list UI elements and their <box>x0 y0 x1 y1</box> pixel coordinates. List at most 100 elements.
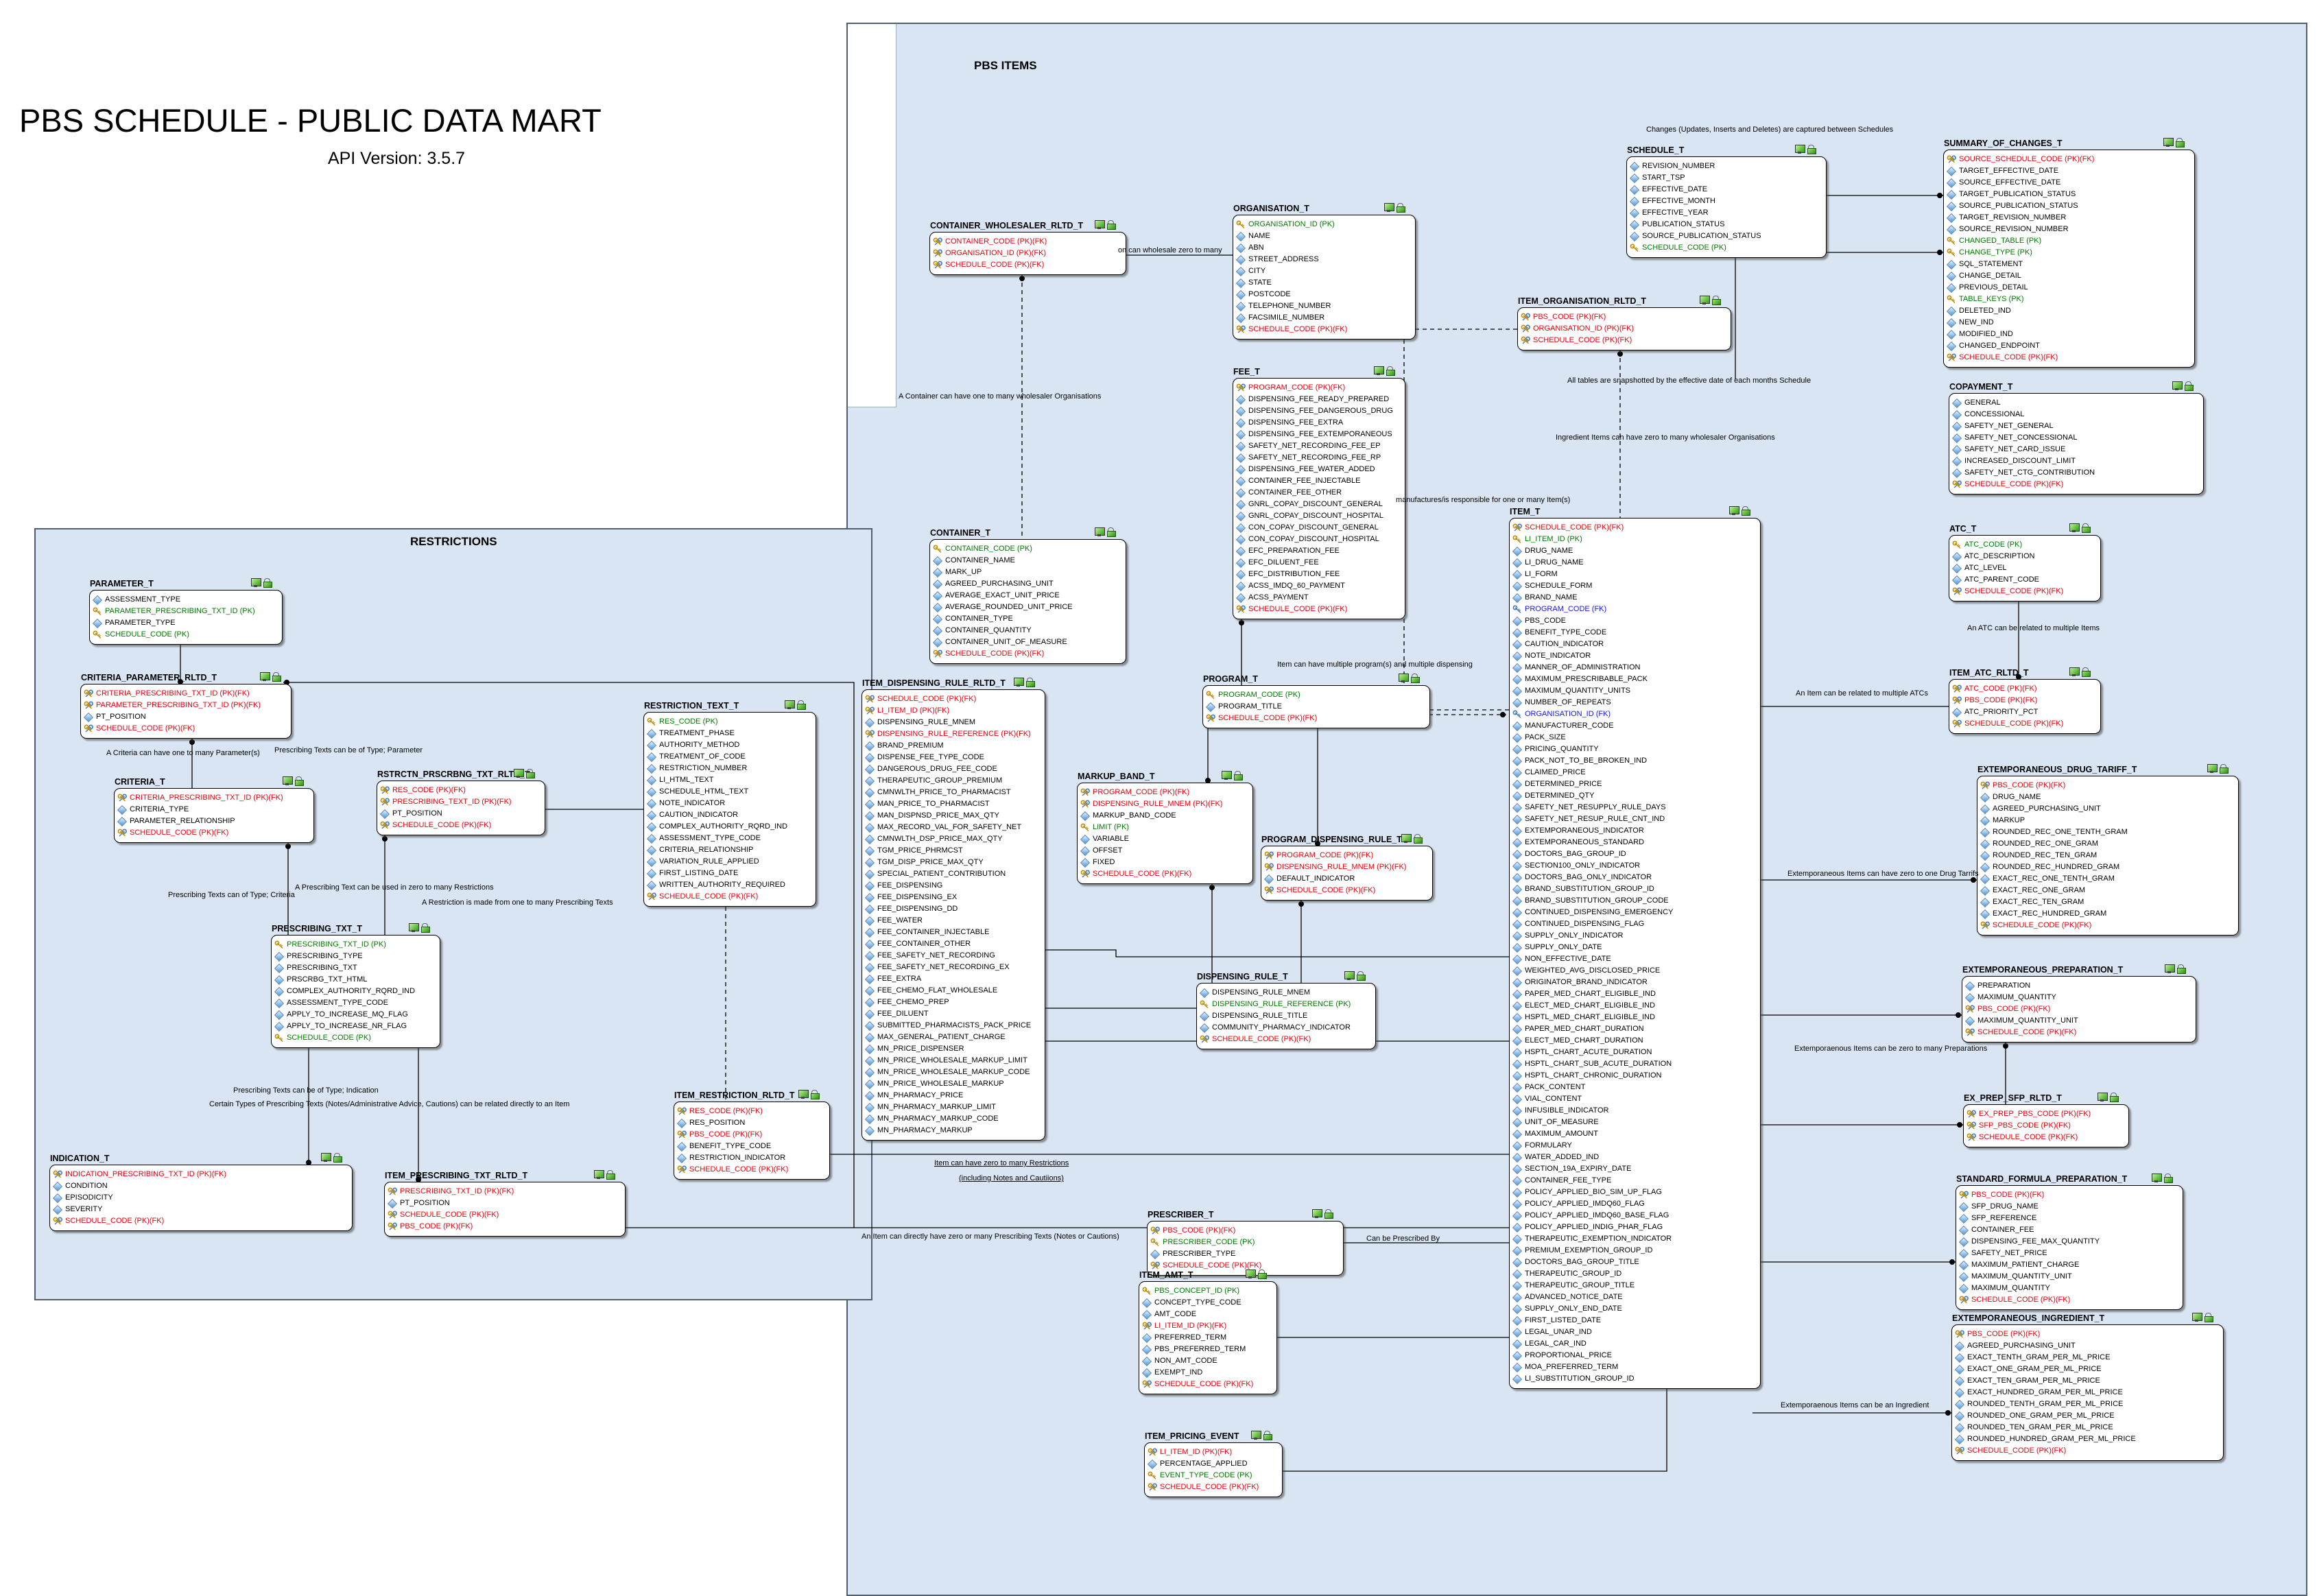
column-row: CON_COPAY_DISCOUNT_GENERAL <box>1235 522 1401 534</box>
column-name: PBS_PREFERRED_TERM <box>1154 1345 1246 1353</box>
column-row: ACSS_PAYMENT <box>1235 592 1401 604</box>
column-row: TARGET_PUBLICATION_STATUS <box>1946 189 2190 200</box>
column-row: DISPENSING_RULE_MNEM <box>864 717 1041 728</box>
column-row: SAFETY_NET_PRICE <box>1958 1248 2178 1259</box>
column-row: SAFETY_NET_CTG_CONTRIBUTION <box>1951 467 2199 479</box>
attribute-diamond-icon <box>1512 779 1523 790</box>
column-row: SCHEDULE_HTML_TEXT <box>646 786 811 798</box>
column-name: EXACT_TEN_GRAM_PER_ML_PRICE <box>1967 1377 2100 1385</box>
column-name: SCHEDULE_CODE (PK)(FK) <box>1212 1035 1311 1043</box>
column-row: SECTION100_ONLY_INDICATOR <box>1512 860 1756 872</box>
column-name: PBS_CODE (PK)(FK) <box>1967 1330 2041 1338</box>
column-row: MARKUP <box>1980 815 2234 826</box>
column-row: PARAMETER_TYPE <box>92 617 278 629</box>
attribute-diamond-icon <box>1235 231 1246 242</box>
attribute-diamond-icon <box>1954 1434 1965 1445</box>
attribute-diamond-icon <box>864 1056 875 1067</box>
column-name: SUBMITTED_PHARMACISTS_PACK_PRICE <box>877 1021 1032 1029</box>
column-row: BRAND_NAME <box>1512 592 1756 604</box>
column-name: SCHEDULE_CODE (PK)(FK) <box>945 650 1045 658</box>
column-name: FORMULARY <box>1525 1141 1572 1150</box>
entity-lock-icon <box>1107 220 1116 230</box>
column-name: MAXIMUM_QUANTITY <box>1971 1284 2050 1292</box>
column-row: PROGRAM_CODE (FK) <box>1512 604 1756 615</box>
attribute-diamond-icon <box>1512 826 1523 837</box>
relationship-annotation: An Item can be related to multiple ATCs <box>1796 689 1928 698</box>
column-name: SCHEDULE_CODE (PK)(FK) <box>96 724 195 733</box>
column-name: MAX_RECORD_VAL_FOR_SAFETY_NET <box>877 823 1022 831</box>
column-row: EXACT_HUNDRED_GRAM_PER_ML_PRICE <box>1954 1387 2219 1398</box>
column-row: EFFECTIVE_YEAR <box>1629 207 1822 219</box>
column-name: CONTAINER_UNIT_OF_MEASURE <box>945 638 1067 646</box>
primary-key-icon <box>274 940 285 949</box>
primary-foreign-key-icon <box>53 1217 63 1226</box>
attribute-diamond-icon <box>1946 178 1957 189</box>
column-row: SCHEDULE_CODE (PK)(FK) <box>1264 885 1428 896</box>
column-name: CMNWLTH_PRICE_TO_PHARMACIST <box>877 788 1011 796</box>
column-row: MODIFIED_IND <box>1946 329 2190 340</box>
attribute-diamond-icon <box>864 811 875 822</box>
table-title: EXTEMPORANEOUS_INGREDIENT_T <box>1952 1313 2105 1323</box>
entity-lock-icon <box>421 923 430 933</box>
primary-foreign-key-icon <box>1955 1446 1965 1455</box>
column-row: PROGRAM_CODE (PK) <box>1206 689 1425 701</box>
cardinality-dot <box>285 844 291 849</box>
entity-monitor-icon <box>1384 203 1395 212</box>
entity-monitor-icon <box>2207 764 2218 773</box>
column-name: STREET_ADDRESS <box>1248 255 1319 263</box>
attribute-diamond-icon <box>1512 593 1523 604</box>
entity-monitor-icon <box>1374 366 1385 375</box>
entity-monitor-icon <box>2098 1093 2108 1101</box>
column-row: DISPENSING_FEE_DANGEROUS_DRUG <box>1235 405 1401 417</box>
column-name: DISPENSING_FEE_DANGEROUS_DRUG <box>1248 407 1393 415</box>
cardinality-dot <box>382 836 388 842</box>
column-row: CONTINUED_DISPENSING_FLAG <box>1512 918 1756 930</box>
column-name: EXACT_REC_TEN_GRAM <box>1993 898 2084 906</box>
column-row: ROUNDED_ONE_GRAM_PER_ML_PRICE <box>1954 1410 2219 1422</box>
column-name: FEE_DILUENT <box>877 1010 929 1018</box>
column-name: PRSCRBG_TXT_HTML <box>287 975 368 984</box>
column-name: RES_CODE (PK) <box>659 717 718 726</box>
column-name: SCHEDULE_CODE (PK)(FK) <box>1979 1133 2078 1141</box>
column-row: PRESCRIBER_TYPE <box>1150 1248 1339 1260</box>
column-row: PRSCRBG_TXT_HTML <box>274 974 436 986</box>
column-row: SCHEDULE_CODE (PK)(FK) <box>1512 522 1756 534</box>
column-row: BRAND_SUBSTITUTION_GROUP_ID <box>1512 883 1756 895</box>
attribute-diamond-icon <box>1954 1422 1965 1433</box>
column-row: EX_PREP_PBS_CODE (PK)(FK) <box>1967 1108 2124 1120</box>
column-row: MN_PHARMACY_MARKUP_LIMIT <box>864 1101 1041 1113</box>
attribute-diamond-icon <box>1512 931 1523 942</box>
column-name: ACSS_IMDQ_60_PAYMENT <box>1248 582 1345 590</box>
column-name: ACSS_PAYMENT <box>1248 593 1309 602</box>
column-row: PBS_CODE (PK)(FK) <box>1955 1329 2219 1340</box>
attribute-diamond-icon <box>1235 429 1246 440</box>
attribute-diamond-icon <box>1512 1071 1523 1082</box>
column-row: FORMULARY <box>1512 1140 1756 1152</box>
column-row: CONCESSIONAL <box>1951 409 2199 420</box>
column-row: SCHEDULE_CODE (PK)(FK) <box>647 891 811 903</box>
attribute-diamond-icon <box>1964 981 1975 992</box>
table-title: PRESCRIBER_T <box>1148 1210 1214 1219</box>
column-row: FEE_EXTRA <box>864 973 1041 985</box>
column-row: SOURCE_SCHEDULE_CODE (PK)(FK) <box>1947 154 2190 165</box>
column-name: LI_HTML_TEXT <box>659 776 714 784</box>
table-body: SOURCE_SCHEDULE_CODE (PK)(FK)TARGET_EFFE… <box>1943 150 2195 368</box>
attribute-diamond-icon <box>1980 827 1991 838</box>
column-name: ROUNDED_TEN_GRAM_PER_ML_PRICE <box>1967 1423 2113 1431</box>
column-name: FIXED <box>1093 858 1115 866</box>
column-name: CONCESSIONAL <box>1964 410 2025 418</box>
column-name: MAXIMUM_PRESCRIBABLE_PACK <box>1525 675 1648 683</box>
primary-foreign-key-icon <box>677 1130 687 1139</box>
column-row: PT_POSITION <box>379 808 540 820</box>
column-row: SCHEDULE_CODE (PK)(FK) <box>1150 1260 1339 1272</box>
column-name: CAUTION_INDICATOR <box>1525 640 1604 648</box>
attribute-diamond-icon <box>864 1091 875 1101</box>
attribute-diamond-icon <box>864 857 875 868</box>
column-row: THERAPEUTIC_GROUP_PREMIUM <box>864 775 1041 787</box>
column-name: CONTAINER_FEE <box>1971 1226 2034 1234</box>
column-row: EXTEMPORANEOUS_INDICATOR <box>1512 825 1756 837</box>
